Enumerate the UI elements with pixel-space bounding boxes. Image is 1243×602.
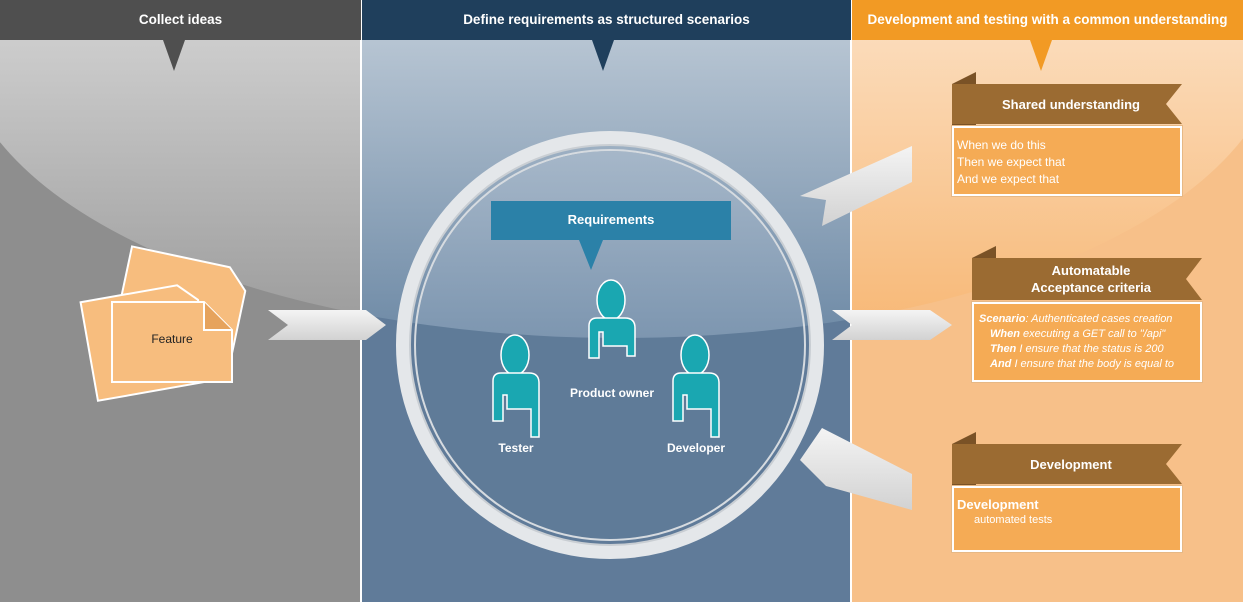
arrow-to-development bbox=[800, 428, 912, 510]
feature-label: Feature bbox=[151, 332, 193, 346]
acceptance-row-and: And I ensure that the body is equal to bbox=[979, 357, 1200, 372]
keyword-and: And bbox=[990, 358, 1012, 370]
role-label-developer: Developer bbox=[666, 441, 726, 455]
acceptance-title-line1: Automatable bbox=[1051, 263, 1131, 278]
person-product-owner-icon bbox=[588, 279, 636, 359]
keyword-then: Then bbox=[990, 343, 1017, 355]
acceptance-text-and: I ensure that the body is equal to bbox=[1011, 358, 1175, 370]
acceptance-title-line2: Acceptance criteria bbox=[1031, 280, 1151, 295]
role-label-tester: Tester bbox=[498, 441, 534, 455]
development-sub: automated tests bbox=[974, 514, 1053, 526]
header-title-collect: Collect ideas bbox=[138, 12, 223, 27]
shared-line-1: When we do this bbox=[957, 138, 1046, 152]
arrow-feature-to-requirements bbox=[268, 310, 386, 340]
development-title: Development bbox=[1030, 456, 1112, 472]
development-box: Development automated tests bbox=[952, 486, 1182, 552]
header-bar-develop bbox=[852, 0, 1243, 40]
acceptance-text-then: I ensure that the status is 200 bbox=[1016, 343, 1164, 355]
shared-understanding-title: Shared understanding bbox=[1002, 96, 1140, 112]
arrow-to-shared-understanding bbox=[800, 146, 912, 226]
shared-line-2: Then we expect that bbox=[957, 155, 1066, 169]
header-title-develop: Development and testing with a common un… bbox=[867, 12, 1228, 27]
header-title-define: Define requirements as structured scenar… bbox=[463, 12, 750, 27]
requirements-callout-pointer bbox=[579, 240, 603, 270]
requirements-callout bbox=[491, 201, 731, 240]
header-bar-collect bbox=[0, 0, 361, 40]
arrow-to-acceptance-criteria bbox=[832, 310, 952, 340]
header-pointer-collect bbox=[163, 40, 185, 71]
requirements-label: Requirements bbox=[567, 212, 655, 227]
acceptance-row-scenario: Scenario: Authenticated cases creation bbox=[979, 312, 1200, 327]
acceptance-row-then: Then I ensure that the status is 200 bbox=[979, 342, 1200, 357]
shared-understanding-box: When we do this Then we expect that And … bbox=[952, 126, 1182, 196]
ribbon-shared-understanding bbox=[952, 72, 1182, 126]
shared-line-3: And we expect that bbox=[957, 172, 1060, 186]
acceptance-text-when: executing a GET call to "/api" bbox=[1019, 328, 1166, 340]
person-developer-icon bbox=[672, 334, 720, 438]
person-tester-icon bbox=[492, 334, 540, 438]
role-label-product-owner: Product owner bbox=[569, 386, 654, 400]
feature-stack bbox=[79, 245, 247, 402]
keyword-scenario: Scenario bbox=[979, 313, 1026, 325]
ribbon-development bbox=[952, 432, 1182, 486]
acceptance-row-when: When executing a GET call to "/api" bbox=[979, 327, 1200, 342]
header-pointer-develop bbox=[1030, 40, 1052, 71]
acceptance-criteria-box: Scenario: Authenticated cases creation W… bbox=[972, 302, 1202, 382]
keyword-when: When bbox=[990, 328, 1020, 340]
acceptance-text-scenario: : Authenticated cases creation bbox=[1025, 313, 1173, 325]
acceptance-criteria-title: Automatable Acceptance criteria bbox=[996, 258, 1186, 300]
ribbon-acceptance-criteria bbox=[972, 246, 1202, 300]
header-bar-define bbox=[362, 0, 851, 40]
header-pointer-define bbox=[592, 40, 614, 71]
development-heading: Development bbox=[957, 497, 1039, 512]
